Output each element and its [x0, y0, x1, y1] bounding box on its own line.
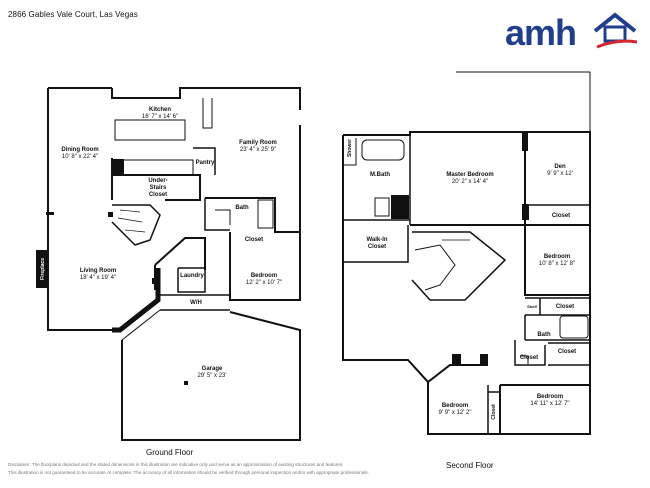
- property-address: 2866 Gables Vale Court, Las Vegas: [8, 10, 138, 19]
- understairs-label-3: Closet: [149, 192, 167, 198]
- shelf-label: Shelf: [527, 304, 537, 309]
- kitchen-dims: 16' 7" x 14' 6": [142, 114, 178, 120]
- understairs-label-1: Under-: [148, 178, 167, 184]
- upper-closet-a-label: Closet: [556, 304, 574, 310]
- upper-closet-b-label: Closet: [520, 355, 538, 361]
- garage-label: Garage: [202, 366, 223, 372]
- master-bedroom-dims: 20' 2" x 14' 4": [452, 179, 488, 185]
- upper-closet-c-label: Closet: [558, 349, 576, 355]
- family-room-dims: 23' 4" x 25' 9": [240, 147, 276, 153]
- second-floor-caption: Second Floor: [446, 461, 494, 470]
- disclaimer-line-2: This illustration is not guaranteed to b…: [8, 470, 369, 475]
- bedroom-right-label: Bedroom: [544, 254, 570, 260]
- den-dims: 9' 9" x 12': [547, 171, 573, 177]
- living-room-label: Living Room: [80, 268, 116, 274]
- bedroom-right-dims: 10' 8" x 12' 8": [539, 261, 575, 267]
- master-bedroom-label: Master Bedroom: [446, 172, 493, 178]
- disclaimer-line-1: Disclaimer: The floorplans depicted and …: [8, 462, 344, 467]
- ground-bath-label: Bath: [235, 205, 249, 211]
- fireplace-label: Fireplace: [40, 258, 46, 280]
- bedroom-lower-left-label: Bedroom: [442, 403, 468, 409]
- laundry-label: Laundry: [180, 273, 204, 279]
- dining-room-dims: 10' 8" x 22' 4": [62, 154, 98, 160]
- ground-floor-caption: Ground Floor: [146, 448, 194, 457]
- walkin-closet-label-1: Walk-In: [366, 237, 387, 243]
- upper-bath-label: Bath: [537, 332, 551, 338]
- family-room-label: Family Room: [239, 140, 277, 146]
- shower-label: Shower: [347, 139, 353, 157]
- understairs-label-2: Stairs: [150, 185, 167, 191]
- logo-text: amh: [505, 12, 577, 53]
- ground-bedroom-label: Bedroom: [251, 273, 277, 279]
- bedroom-lower-left-dims: 9' 9" x 12' 2": [439, 410, 472, 416]
- bedroom-lower-right-label: Bedroom: [537, 394, 563, 400]
- garage-dims: 29' 5" x 23': [197, 373, 226, 379]
- kitchen-label: Kitchen: [149, 107, 171, 113]
- ground-bedroom-dims: 12' 2" x 10' 7": [246, 280, 282, 286]
- den-closet-label: Closet: [552, 213, 570, 219]
- pantry-label: Pantry: [196, 160, 215, 166]
- bedroom-lower-right-dims: 14' 11" x 12' 7": [530, 401, 569, 407]
- ground-floor-plan: [36, 87, 301, 441]
- ground-closet-label: Closet: [245, 237, 263, 243]
- den-label: Den: [554, 164, 566, 170]
- second-floor-plan: [342, 71, 591, 435]
- house-roof-icon: [593, 12, 637, 49]
- water-heater-label: W/H: [190, 300, 202, 306]
- amh-logo: amh: [505, 9, 637, 51]
- master-bath-label: M.Bath: [370, 172, 390, 178]
- living-room-dims: 18' 4" x 19' 4": [80, 275, 116, 281]
- upper-closet-d-label: Closet: [491, 404, 497, 420]
- dining-room-label: Dining Room: [61, 147, 98, 153]
- walkin-closet-label-2: Closet: [368, 244, 386, 250]
